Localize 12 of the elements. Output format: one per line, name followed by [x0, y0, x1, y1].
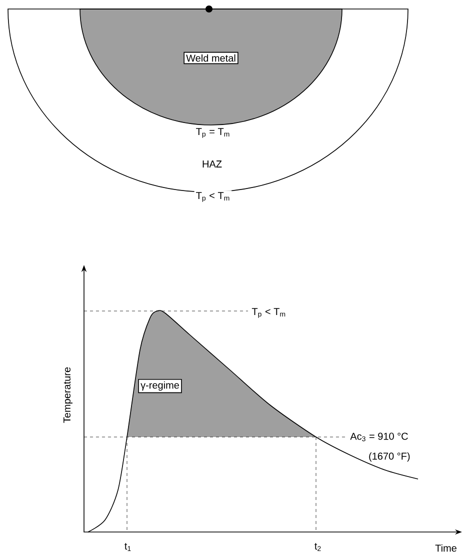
axis-label: Temperature: [64, 367, 72, 423]
zone-label: T$_{p}$ = T$_{m}$: [194, 126, 232, 140]
tick-label: t$_{2}$: [314, 543, 321, 551]
temperature-label: (1670 °F): [369, 452, 410, 462]
regime-label-box: γ-regime: [138, 378, 182, 394]
temperature-label: Ac$_{3}$ = 910 °C: [348, 431, 410, 443]
weld-metal-label-box: Weld metal: [184, 52, 238, 64]
zone-label: HAZ: [202, 160, 222, 168]
curve-label: T$_{p}$ < T$_{m}$: [250, 306, 288, 320]
zone-label: T$_{p}$ < T$_{m}$: [194, 190, 232, 204]
axis-label: Time: [435, 544, 456, 552]
tick-label: t$_{1}$: [124, 543, 131, 551]
